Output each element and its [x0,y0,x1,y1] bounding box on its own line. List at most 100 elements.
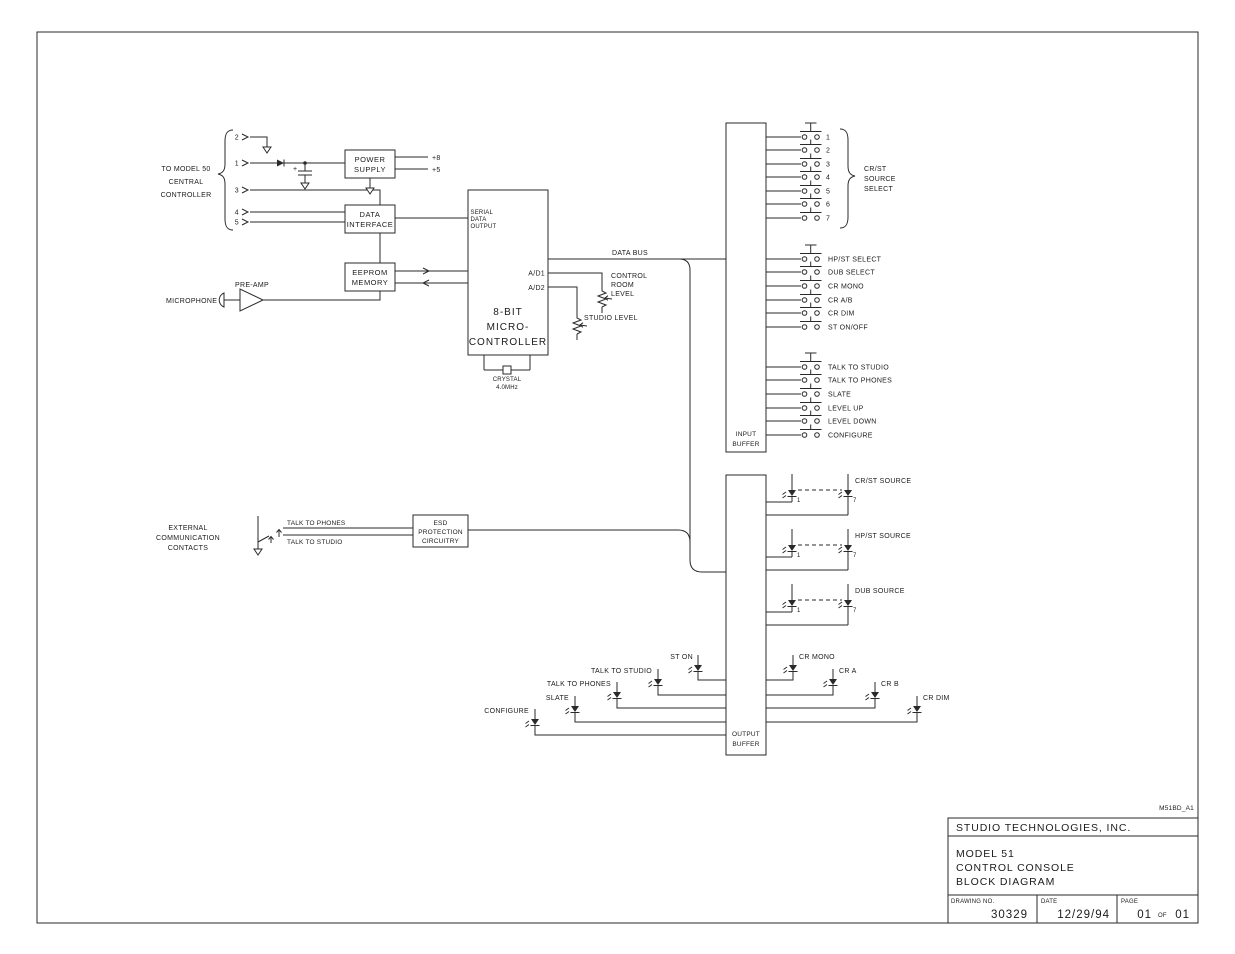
output-buffer-label: OUTPUT [732,731,760,738]
wire [575,718,726,722]
sheet-border [37,32,1198,923]
esd-box [413,515,468,547]
wire [766,691,833,695]
wiper-arrow-icon [605,298,612,299]
rail-plus8: +8 [432,155,441,162]
page-number: 01 [1137,909,1152,921]
company-name: STUDIO TECHNOLOGIES, INC. [956,822,1131,834]
microphone-label: MICROPHONE [166,298,217,305]
arrow-left-icon [423,280,429,286]
cap-plus-sign: + [293,166,297,173]
mcu-serial-pin-label: DATA [471,217,487,223]
led-label: CR A [839,668,857,675]
wire [766,677,793,680]
wire [658,691,726,695]
data-interface-box [345,205,395,233]
mcu-box [468,190,548,355]
level-pots: CONTROL ROOM LEVEL STUDIO LEVEL [548,273,647,340]
pin-number: 2 [235,135,239,142]
date-label: DATE [1041,899,1057,905]
wire [766,704,875,708]
control-room-level-label: LEVEL [611,291,634,298]
switch-number: 3 [826,162,830,169]
switch-label: LEVEL DOWN [828,419,877,426]
led-group-label: HP/ST SOURCE [855,533,911,540]
external-contacts-label: COMMUNICATION [156,535,220,542]
connector-label: CONTROLLER [161,192,212,199]
diode-icon [277,159,284,167]
crystal-frequency: 4.0MHz [496,385,518,391]
wire [679,259,726,572]
data-interface-block: DATA INTERFACE [345,205,468,233]
crystal-label: CRYSTAL [493,377,522,383]
date-value: 12/29/94 [1057,909,1110,921]
jack-contact-arm [258,536,269,542]
wire [548,273,602,289]
output-buffer-box [726,475,766,755]
power-supply-block: POWER SUPPLY +8 +5 [345,150,441,195]
esd-label: CIRCUITRY [422,538,460,545]
external-contacts-label: EXTERNAL [168,525,207,532]
input-buffer-label: INPUT [736,431,757,438]
led-number: 1 [797,608,801,614]
data-bus-label: DATA BUS [612,250,648,257]
esd-label: PROTECTION [418,529,463,536]
switch-number: 1 [826,135,830,142]
switch-label: TALK TO STUDIO [828,365,889,372]
data-bus: DATA BUS [548,250,726,572]
led-number: 7 [853,608,857,614]
led-label: SLATE [546,695,569,702]
external-comm-section: EXTERNAL COMMUNICATION CONTACTS TALK TO … [156,515,690,556]
arrow-right-icon [423,268,429,274]
esd-label: ESD [434,520,448,527]
mic-preamp: MICROPHONE PRE-AMP [166,282,269,311]
title-block: M51BD_A1 STUDIO TECHNOLOGIES, INC. MODEL… [948,805,1198,923]
mcu-serial-pin-label: SERIAL [471,210,494,216]
input-buffer-box [726,123,766,452]
drawing-title: CONTROL CONSOLE [956,862,1075,874]
source-select-label: SOURCE [864,176,896,183]
input-buffer-label: BUFFER [732,441,759,448]
led-group-label: DUB SOURCE [855,588,905,595]
mcu-name: MICRO- [487,322,530,333]
control-room-level-label: CONTROL [611,273,647,280]
wire [698,677,726,680]
wire [250,190,380,300]
switch-label: ST ON/OFF [828,325,868,332]
wire [548,287,577,316]
led-label: CR B [881,681,899,688]
page-label: PAGE [1121,899,1138,905]
switch-label: CONFIGURE [828,433,873,440]
source-select-label: CR/ST [864,166,887,173]
drawing-title: MODEL 51 [956,848,1015,860]
led-number: 7 [853,498,857,504]
input-buffer-block: INPUT BUFFER 1 2 3 4 5 6 7 CR/ST SOURCE … [726,122,896,452]
wire [617,704,726,708]
switch-label: CR A/B [828,298,853,305]
drawing-title: BLOCK DIAGRAM [956,876,1055,888]
switch-number: 2 [826,148,830,155]
page-total: 01 [1175,909,1190,921]
brace-icon [840,129,855,228]
switch-number: 6 [826,202,830,209]
pin-number: 5 [235,220,239,227]
pin-number: 3 [235,188,239,195]
wire [250,137,267,147]
led-label: CONFIGURE [484,708,529,715]
drawing-no-label: DRAWING NO. [951,899,994,905]
talk-to-phones-wire-label: TALK TO PHONES [287,520,346,527]
preamp-label: PRE-AMP [235,282,269,289]
wiper-arrowhead [580,323,583,328]
external-contacts-label: CONTACTS [168,545,208,552]
rail-plus5: +5 [432,167,441,174]
led-label: TALK TO PHONES [547,681,611,688]
switch-label: HP/ST SELECT [828,257,882,264]
eeprom-label: MEMORY [352,278,389,287]
switch-number: 4 [826,175,830,182]
switch-label: SLATE [828,392,851,399]
switch-number: 5 [826,189,830,196]
switch-label: CR DIM [828,311,855,318]
switch-label: CR MONO [828,284,864,291]
power-supply-label: SUPPLY [354,165,386,174]
